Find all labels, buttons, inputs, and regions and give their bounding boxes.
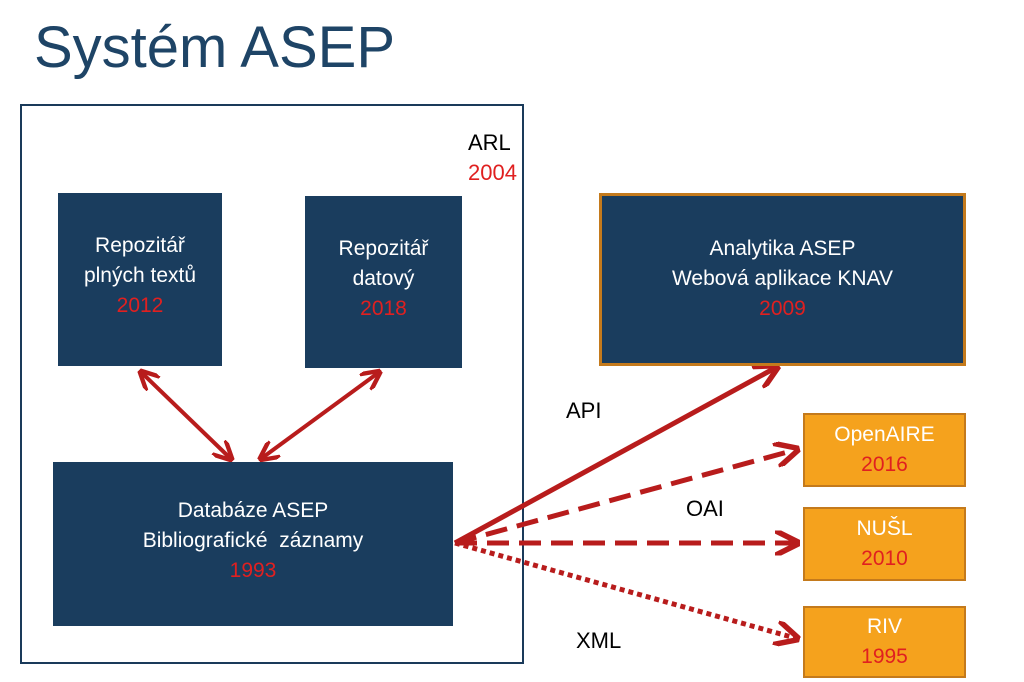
target-name: NUŠL — [856, 517, 913, 540]
box-line: Analytika ASEP — [709, 237, 856, 260]
page-title: Systém ASEP — [34, 15, 396, 80]
target-name: OpenAIRE — [834, 423, 935, 446]
box-year: 1993 — [229, 559, 277, 582]
arrow-riv — [454, 540, 795, 638]
repozitar-datovy-box: Repozitář datový 2018 — [305, 196, 462, 368]
arl-year: 2004 — [468, 160, 517, 185]
box-line: Repozitář — [95, 234, 185, 257]
databaze-asep-box: Databáze ASEP Bibliografické záznamy 199… — [53, 462, 453, 626]
box-year: 2009 — [759, 297, 806, 320]
openaire-box: OpenAIRE 2016 — [803, 413, 966, 487]
arl-name: ARL — [468, 130, 511, 155]
nusl-box: NUŠL 2010 — [803, 507, 966, 581]
box-line: plných textů — [83, 264, 197, 287]
box-line: datový — [352, 267, 415, 290]
box-year: 2018 — [360, 297, 407, 320]
xml-label: XML — [576, 628, 622, 653]
arrow-plne-db — [142, 373, 230, 458]
arrow-datovy-db — [262, 373, 378, 458]
box-line: Repozitář — [338, 237, 429, 260]
repozitar-plne-texty-box: Repozitář plných textů 2012 — [58, 193, 222, 366]
box-year: 2012 — [116, 294, 164, 317]
analytika-asep-box: Analytika ASEP Webová aplikace KNAV 2009 — [599, 193, 966, 366]
riv-box: RIV 1995 — [803, 606, 966, 678]
target-name: RIV — [866, 615, 902, 638]
target-year: 2010 — [861, 547, 908, 570]
arrow-api — [453, 368, 775, 546]
box-line: Databáze ASEP — [177, 499, 329, 522]
box-line: Bibliografické záznamy — [142, 529, 364, 552]
oai-label: OAI — [686, 496, 724, 521]
arl-frame — [20, 104, 524, 664]
box-line: Webová aplikace KNAV — [671, 267, 893, 290]
api-label: API — [566, 398, 602, 423]
target-year: 2016 — [861, 453, 908, 476]
arrow-openaire — [454, 450, 795, 546]
target-year: 1995 — [861, 645, 908, 668]
arl-label: ARL 2004 — [468, 128, 517, 188]
